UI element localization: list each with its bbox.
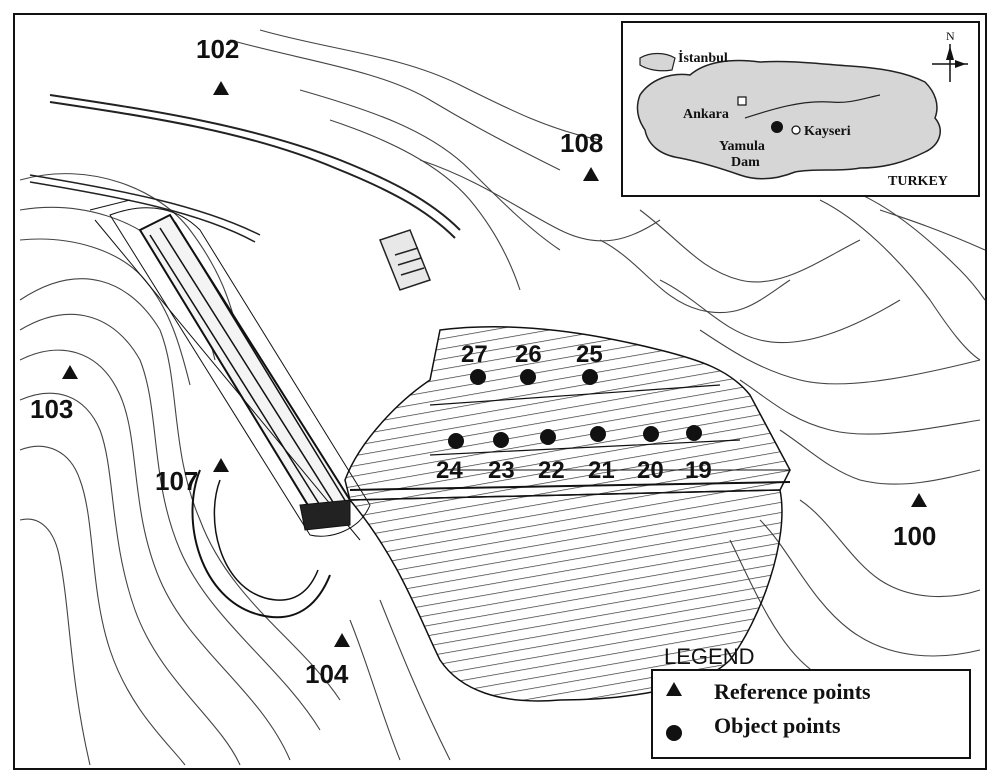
inset-label-ankara: Ankara — [683, 107, 729, 122]
object-point-markers — [448, 369, 702, 449]
ref-marker-102 — [213, 81, 229, 95]
ref-marker-104 — [334, 633, 350, 647]
turkey-inset-map: İstanbul Ankara Kayseri Yamula Dam TURKE… — [621, 21, 980, 197]
ref-marker-100 — [911, 493, 927, 507]
turkey-landmass — [636, 59, 941, 180]
reference-point-labels: 102 108 103 107 100 104 — [30, 34, 936, 689]
inset-label-istanbul: İstanbul — [678, 49, 728, 66]
obj-label-27: 27 — [461, 341, 488, 368]
yamula-dam-marker — [771, 121, 783, 133]
spillway — [379, 229, 431, 291]
legend-box — [651, 669, 971, 759]
reservoir-area — [344, 326, 791, 702]
ankara-marker — [737, 96, 747, 106]
ref-label-102: 102 — [196, 34, 239, 64]
ref-marker-108 — [583, 167, 599, 181]
legend-triangle-icon — [666, 682, 682, 696]
ref-marker-107 — [213, 458, 229, 472]
river — [744, 94, 881, 119]
legend-object-label: Object points — [714, 713, 841, 738]
inset-label-country: TURKEY — [888, 174, 948, 189]
ref-label-103: 103 — [30, 394, 73, 424]
obj-marker-22 — [540, 429, 556, 445]
legend-circle-icon — [666, 725, 682, 741]
obj-marker-25 — [582, 369, 598, 385]
ref-label-108: 108 — [560, 128, 603, 158]
ref-label-107: 107 — [155, 466, 198, 496]
kayseri-marker — [791, 125, 801, 135]
road — [29, 94, 461, 243]
legend-reference-label: Reference points — [714, 679, 871, 704]
dam-embankment — [89, 199, 371, 619]
obj-label-24: 24 — [436, 457, 463, 484]
obj-label-22: 22 — [538, 457, 565, 484]
inset-label-kayseri: Kayseri — [804, 124, 851, 139]
north-label: N — [946, 29, 955, 43]
legend-title: LEGEND — [664, 644, 754, 669]
inset-label-dam: Dam — [731, 155, 760, 170]
obj-marker-23 — [493, 432, 509, 448]
obj-marker-19 — [686, 425, 702, 441]
reference-point-markers — [62, 81, 927, 647]
ref-label-104: 104 — [305, 659, 349, 689]
obj-marker-26 — [520, 369, 536, 385]
obj-label-21: 21 — [588, 457, 615, 484]
obj-label-25: 25 — [576, 341, 603, 368]
obj-label-26: 26 — [515, 341, 542, 368]
north-arrow-icon: N — [932, 29, 968, 82]
thrace — [639, 52, 676, 72]
obj-label-23: 23 — [488, 457, 515, 484]
obj-label-19: 19 — [685, 457, 712, 484]
contour-lines — [19, 29, 986, 766]
inset-label-yamula: Yamula — [719, 139, 765, 154]
ref-marker-103 — [62, 365, 78, 379]
obj-label-20: 20 — [637, 457, 664, 484]
obj-marker-20 — [643, 426, 659, 442]
obj-marker-24 — [448, 433, 464, 449]
obj-marker-27 — [470, 369, 486, 385]
obj-marker-21 — [590, 426, 606, 442]
object-point-labels: 27 26 25 24 23 22 21 20 19 — [436, 341, 712, 484]
ref-label-100: 100 — [893, 521, 936, 551]
legend: LEGEND Reference points Object points — [651, 644, 971, 759]
